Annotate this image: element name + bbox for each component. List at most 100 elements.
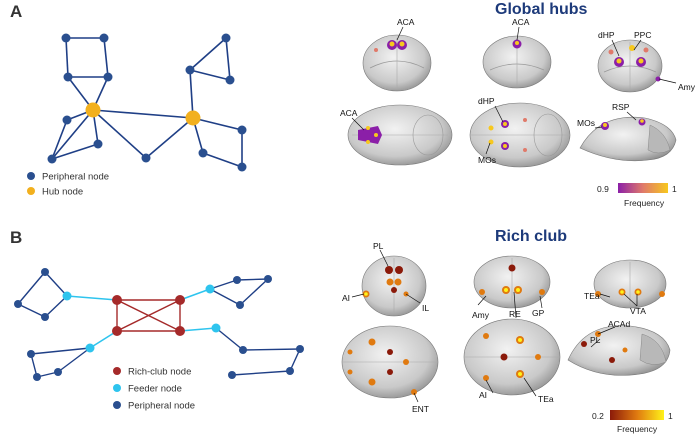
colorbar-max-label: 1 [672,184,677,194]
brain-axial-a2 [469,102,571,168]
legend-hub-marker [27,187,35,195]
peripheral-node [237,125,247,135]
legend-peripheral-label: Peripheral node [128,401,195,412]
brain-coronal-a3 [597,39,663,93]
colorbar-title: Frequency [617,424,658,434]
region-label: ACAd [608,319,630,329]
peripheral-node [237,162,247,172]
colorbar-a: 0.9 1 Frequency [597,183,677,208]
legend-peripheral-label: Peripheral node [42,172,109,183]
region-label: Amy [678,82,696,92]
peripheral-node [61,33,71,43]
peripheral-node [286,367,294,375]
brain-views-b: PL AI IL Amy RE GP TEa VTA ENT AI TEa PL… [341,241,671,414]
peripheral-node [54,368,62,376]
brain-coronal-a2 [482,35,552,89]
brain-axial-a1 [347,104,453,166]
region-label: dHP [598,30,615,40]
peripheral-node [103,72,113,82]
feeder-node [85,343,95,353]
peripheral-node [62,115,72,125]
region-label: IL [422,303,429,313]
legend-a: Peripheral node Hub node [27,172,109,198]
legend-feeder-label: Feeder node [128,384,182,395]
feeder-node [62,291,72,301]
network-diagram-a [47,33,247,172]
brain-sagittal-a [579,116,677,162]
region-label: ENT [412,404,429,414]
legend-peripheral-marker [113,401,121,409]
network-edges-a [51,37,243,168]
brain-sagittal-b [567,325,671,376]
region-label: TEa [584,291,600,301]
peripheral-node [233,276,241,284]
peripheral-node [225,75,235,85]
peripheral-edges-b [17,271,301,378]
peripheral-node [228,371,236,379]
panel-letter-b: B [10,228,23,247]
region-label: ACA [340,108,358,118]
peripheral-node [239,346,247,354]
peripheral-node [41,313,49,321]
section-title-global-hubs: Global hubs [495,1,588,18]
brain-region-labels-a: ACA ACA dHP PPC Amy ACA dHP MOs RSP MOs [340,17,696,165]
peripheral-node [93,139,103,149]
feeder-node [211,323,221,333]
region-label: MOs [478,155,496,165]
legend-rich-club-label: Rich-club node [128,367,191,378]
legend-rich-club-marker [113,367,121,375]
region-label: dHP [478,96,495,106]
legend-hub-label: Hub node [42,187,83,198]
peripheral-node [236,301,244,309]
feeder-node [205,284,215,294]
rich-club-edges-b [116,299,181,332]
rich-club-node [112,326,122,336]
network-nodes-a [47,33,247,172]
peripheral-node [141,153,151,163]
peripheral-node [264,275,272,283]
colorbar-max-label: 1 [668,411,673,421]
peripheral-node [33,373,41,381]
peripheral-node [99,33,109,43]
peripheral-node [27,350,35,358]
rich-club-node [175,295,185,305]
region-label: PL [590,335,601,345]
colorbar-min-label: 0.9 [597,184,609,194]
feeder-edges-b [66,288,217,349]
brain-coronal-b3 [593,259,667,309]
network-diagram-b [14,268,304,381]
rich-club-node [175,326,185,336]
legend-peripheral-marker [27,172,35,180]
region-label: ACA [397,17,415,27]
leader-lines-b [351,249,638,403]
region-label: RSP [612,102,630,112]
brain-views-a: ACA ACA dHP PPC Amy ACA dHP MOs RSP MOs [340,17,696,168]
peripheral-node [47,154,57,164]
brain-coronal-b2 [473,255,551,309]
hub-node [185,110,201,126]
brain-axial-b1 [341,325,439,399]
panel-letter-a: A [10,2,23,21]
brain-coronal-a1 [362,34,432,92]
region-label: TEa [538,394,554,404]
region-label: AI [479,390,487,400]
colorbar-gradient-b [610,410,664,420]
peripheral-node [198,148,208,158]
peripheral-node [14,300,22,308]
peripheral-node [41,268,49,276]
leader-lines-a [351,26,677,155]
legend-feeder-marker [113,384,121,392]
region-label: RE [509,309,521,319]
section-title-rich-club: Rich club [495,228,568,245]
region-label: Amy [472,310,490,320]
network-nodes-b [14,268,304,381]
region-label: VTA [630,306,646,316]
peripheral-node [296,345,304,353]
region-label: MOs [577,118,595,128]
hub-node [85,102,101,118]
region-label: PL [373,241,384,251]
peripheral-node [221,33,231,43]
legend-b: Rich-club node Feeder node Peripheral no… [113,367,195,412]
peripheral-node [185,65,195,75]
